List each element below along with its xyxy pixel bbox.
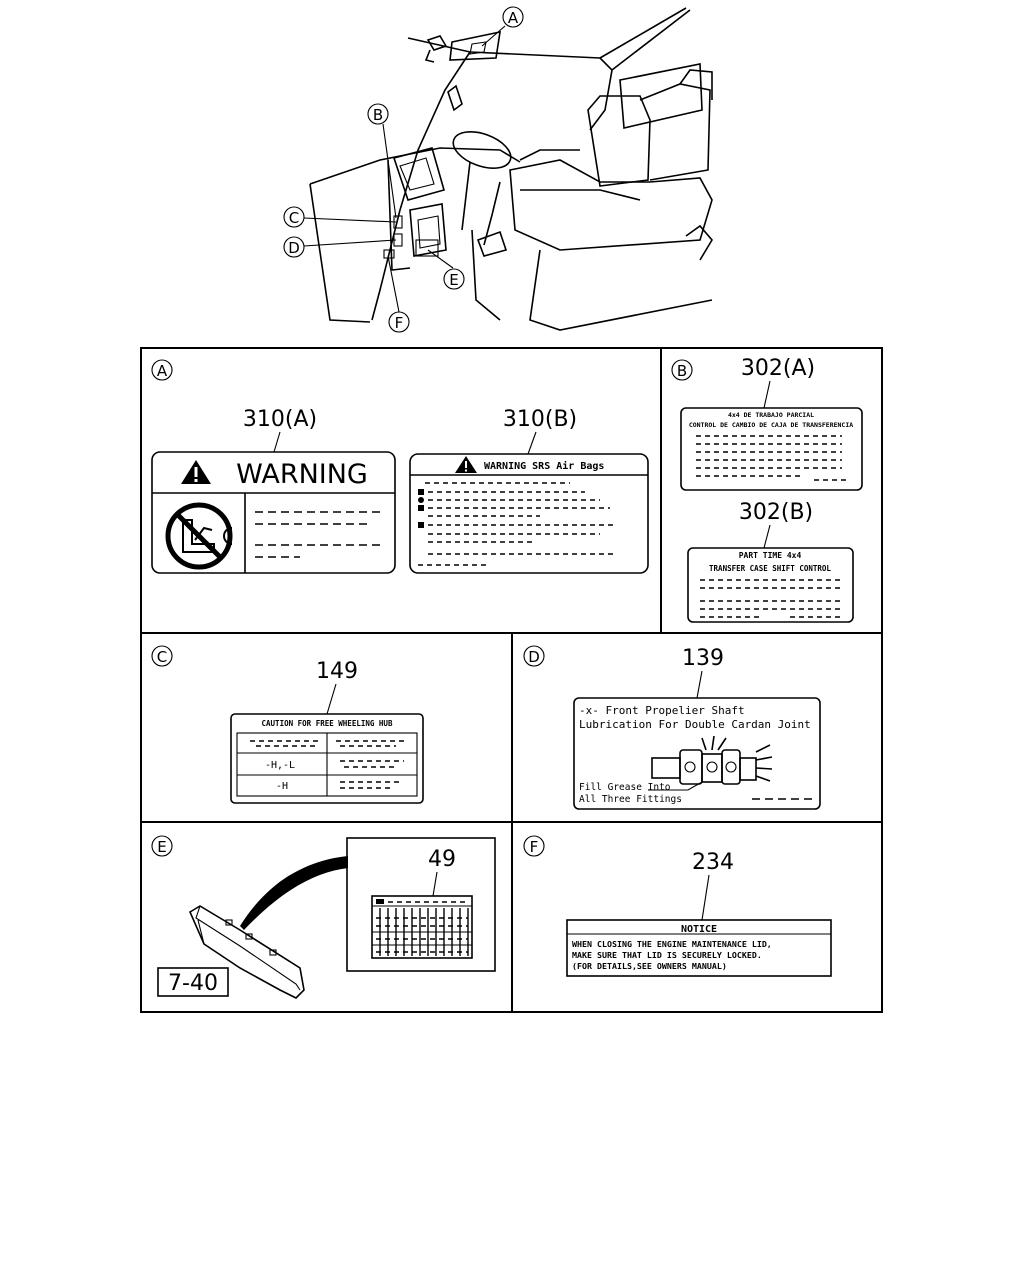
callout-a-letter: A [508, 9, 519, 27]
callout-c-letter: C [289, 209, 299, 227]
callout-c: C [283, 206, 305, 228]
panel-f: F 234 NOTICE WHEN CLOSING THE ENGINE MAI… [523, 835, 832, 977]
row-h-l: -H,-L [265, 760, 295, 771]
callout-d: D [283, 236, 305, 258]
panel-c: C 149 CAUTION FOR FREE WHEELING HUB -H,-… [151, 645, 424, 804]
detail-grid [140, 347, 883, 1013]
warning-triangle-icon [455, 456, 477, 473]
part-number-49: 49 [428, 847, 456, 872]
part-number-310b: 310(B) [503, 407, 577, 432]
panel-e: E 7-40 49 [151, 835, 496, 999]
english-line-1: PART TIME 4x4 [739, 551, 802, 560]
row-h: -H [276, 781, 288, 792]
label-49 [371, 895, 473, 959]
label-149: CAUTION FOR FREE WHEELING HUB -H,-L -H [230, 713, 424, 804]
part-number-302b: 302(B) [739, 500, 813, 525]
lub-line-2: Lubrication For Double Cardan Joint [579, 718, 811, 731]
panel-b: B 302(A) 4x4 DE TRABAJO PARCIAL CONTROL … [671, 356, 863, 623]
notice-title: NOTICE [681, 924, 717, 935]
lub-line-4: All Three Fittings [579, 794, 682, 805]
lub-line-1: -x- Front Propelier Shaft [579, 704, 745, 717]
notice-line-2: MAKE SURE THAT LID IS SECURELY LOCKED. [572, 950, 762, 960]
glove-box-lid-icon [188, 905, 305, 999]
warning-title: WARNING [236, 459, 368, 490]
callout-e-letter: E [449, 271, 458, 289]
part-number-139: 139 [682, 646, 724, 671]
panel-a: A 310(A) WARNING [151, 359, 649, 574]
callout-b-letter: B [373, 106, 383, 124]
callout-b: B [367, 103, 389, 125]
notice-line-3: (FOR DETAILS,SEE OWNERS MANUAL) [572, 961, 727, 971]
panel-d: D 139 -x- Front Propelier Shaft Lubricat… [523, 645, 821, 810]
double-cardan-joint-icon [648, 735, 773, 791]
english-line-2: TRANSFER CASE SHIFT CONTROL [709, 564, 831, 573]
callout-a: A [502, 6, 524, 28]
callout-f: F [388, 311, 410, 333]
cab-interior-illustration [303, 7, 713, 331]
caution-title: CAUTION FOR FREE WHEELING HUB [262, 719, 393, 728]
spanish-line-2: CONTROL DE CAMBIO DE CAJA DE TRANSFERENC… [689, 421, 853, 429]
label-302a: 4x4 DE TRABAJO PARCIAL CONTROL DE CAMBIO… [680, 407, 863, 491]
spanish-line-1: 4x4 DE TRABAJO PARCIAL [728, 411, 814, 419]
panel-c-tag: C [157, 648, 167, 666]
label-234: NOTICE WHEN CLOSING THE ENGINE MAINTENAN… [566, 919, 832, 977]
lub-line-3: Fill Grease Into [579, 782, 671, 793]
panel-b-tag: B [677, 362, 687, 380]
part-number-149: 149 [316, 659, 358, 684]
panel-d-tag: D [528, 648, 540, 666]
callout-d-letter: D [288, 239, 300, 257]
part-number-302a: 302(A) [741, 356, 815, 381]
reference-7-40: 7-40 [168, 971, 218, 996]
notice-line-1: WHEN CLOSING THE ENGINE MAINTENANCE LID, [572, 939, 772, 949]
label-310a: WARNING [151, 451, 396, 574]
label-139: -x- Front Propelier Shaft Lubrication Fo… [573, 697, 821, 810]
panel-e-tag: E [157, 838, 166, 856]
callout-f-letter: F [395, 314, 404, 332]
srs-title: WARNING SRS Air Bags [484, 460, 604, 472]
panel-a-tag: A [157, 362, 168, 380]
no-child-seat-icon [165, 502, 233, 570]
panel-f-tag: F [530, 838, 539, 856]
part-number-234: 234 [692, 850, 734, 875]
arrow-swoosh-icon [240, 856, 348, 930]
label-302b: PART TIME 4x4 TRANSFER CASE SHIFT CONTRO… [687, 547, 854, 623]
label-310b: WARNING SRS Air Bags [409, 453, 649, 574]
warning-triangle-icon [181, 460, 211, 484]
part-number-310a: 310(A) [243, 407, 317, 432]
callout-e: E [443, 268, 465, 290]
